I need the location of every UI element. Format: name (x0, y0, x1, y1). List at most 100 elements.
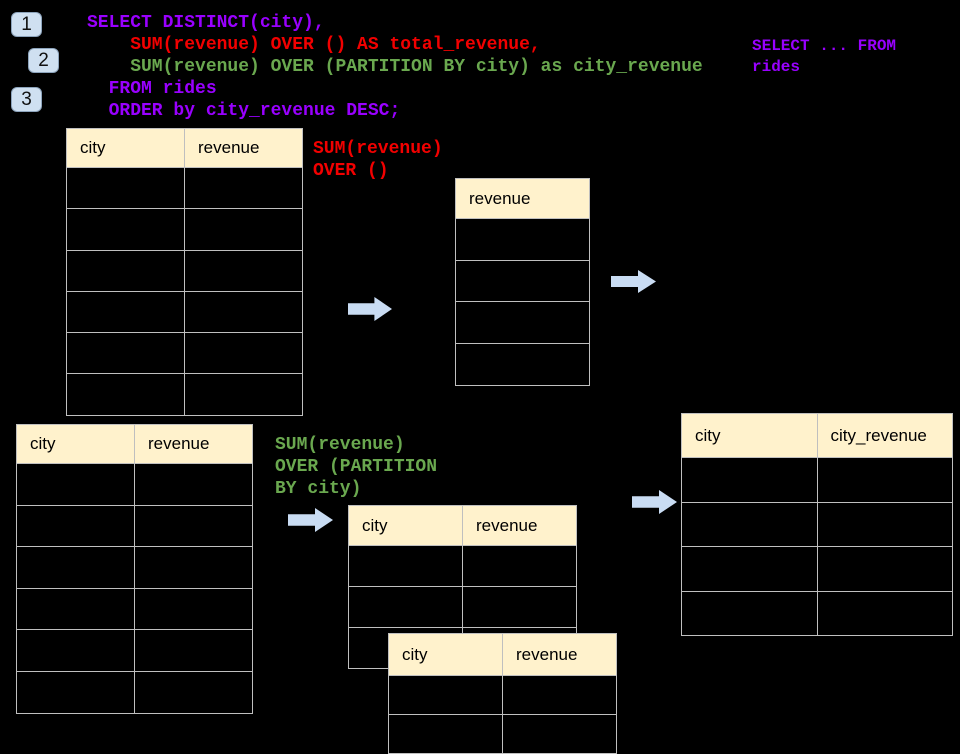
empty-cell (681, 457, 818, 503)
table-row (16, 546, 253, 589)
empty-cell (455, 343, 590, 386)
empty-cell (134, 504, 253, 548)
flow-arrow-icon (632, 490, 677, 514)
table-row (681, 590, 953, 636)
column-header: revenue (502, 633, 617, 676)
empty-cell (502, 714, 617, 754)
table-row (455, 259, 590, 303)
table-row (16, 670, 253, 714)
empty-cell (348, 545, 463, 587)
table-row (16, 463, 253, 506)
empty-cell (16, 670, 135, 714)
column-header: city (388, 633, 503, 676)
flow-arrow-icon (348, 297, 392, 321)
column-header: revenue (184, 128, 303, 168)
table-row (681, 546, 953, 592)
code-line: BY city) (275, 479, 362, 499)
total-revenue-result-table: revenue (455, 178, 590, 386)
code-line: SUM(revenue) OVER (PARTITION BY city) as… (87, 57, 703, 77)
empty-cell (184, 290, 303, 334)
code-line: OVER (PARTITION (275, 457, 438, 477)
table-row (681, 457, 953, 503)
header-row: revenue (455, 178, 590, 219)
empty-cell (816, 501, 953, 547)
empty-cell (16, 546, 135, 589)
empty-cell (388, 675, 503, 715)
column-header: city (16, 424, 135, 464)
column-header: city (348, 505, 463, 546)
column-header: revenue (462, 505, 577, 546)
empty-cell (66, 208, 185, 251)
step-badge-1: 1 (11, 12, 42, 37)
table-row (348, 586, 577, 628)
empty-cell (134, 546, 253, 589)
table-row (66, 249, 303, 292)
empty-cell (462, 586, 577, 628)
empty-cell (455, 218, 590, 261)
code-line: FROM rides (87, 79, 217, 99)
empty-cell (134, 463, 253, 506)
sql-query-code: SELECT DISTINCT(city), SUM(revenue) OVER… (87, 12, 703, 122)
empty-cell (66, 166, 185, 210)
empty-cell (455, 301, 590, 345)
empty-cell (16, 629, 135, 672)
empty-cell (348, 586, 463, 628)
empty-cell (16, 463, 135, 506)
table-row (455, 301, 590, 345)
code-line: SELECT ... FROM (752, 37, 897, 55)
table-row (66, 373, 303, 416)
empty-cell (184, 208, 303, 251)
empty-cell (455, 259, 590, 303)
empty-cell (184, 373, 303, 416)
empty-cell (134, 587, 253, 631)
code-line: SUM(revenue) (313, 139, 443, 159)
empty-cell (502, 675, 617, 715)
table-row (66, 166, 303, 210)
column-header: city (681, 413, 818, 458)
table-row (66, 332, 303, 375)
table-row (66, 208, 303, 251)
empty-cell (66, 290, 185, 334)
empty-cell (681, 546, 818, 592)
total-revenue-window-label: SUM(revenue)OVER () (313, 138, 443, 182)
table-row (455, 218, 590, 261)
step-badge-3: 3 (11, 87, 42, 112)
empty-cell (388, 714, 503, 754)
table-row (16, 504, 253, 548)
table-row (388, 675, 617, 715)
empty-cell (66, 249, 185, 292)
code-line: ORDER by city_revenue DESC; (87, 101, 401, 121)
empty-cell (16, 504, 135, 548)
empty-cell (16, 587, 135, 631)
empty-cell (134, 629, 253, 672)
code-line: SUM(revenue) (275, 435, 405, 455)
empty-cell (184, 332, 303, 375)
table-row (16, 629, 253, 672)
table-row (66, 290, 303, 334)
flow-arrow-icon (611, 270, 656, 293)
code-line: SELECT DISTINCT(city), (87, 13, 325, 33)
column-header: city (66, 128, 185, 168)
empty-cell (184, 166, 303, 210)
table-row (455, 343, 590, 386)
code-line: SUM(revenue) OVER () AS total_revenue, (87, 35, 541, 55)
empty-cell (816, 546, 953, 592)
table-row (348, 545, 577, 587)
empty-cell (816, 590, 953, 636)
table-grid: revenue (455, 178, 590, 386)
column-header: revenue (455, 178, 590, 219)
column-header: city_revenue (816, 413, 953, 458)
